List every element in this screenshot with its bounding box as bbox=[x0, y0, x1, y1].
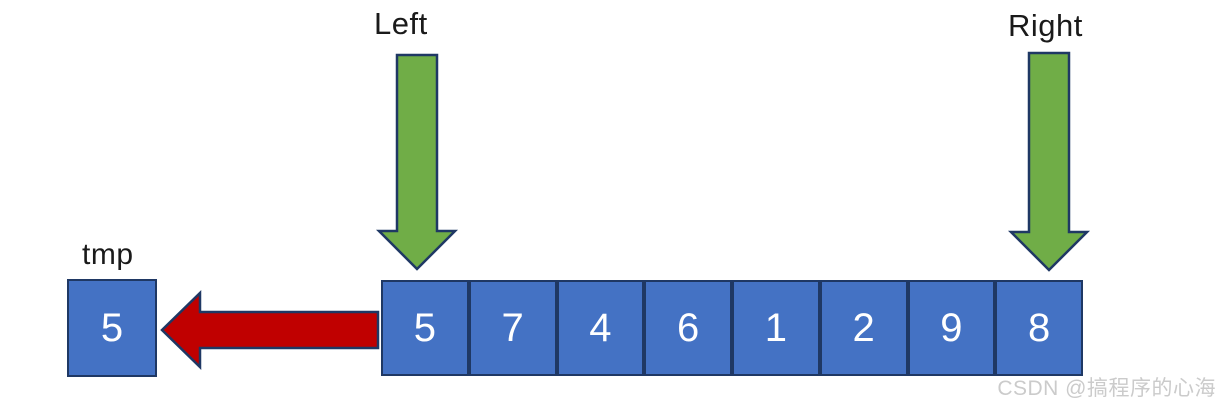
array-cell-value: 6 bbox=[677, 305, 700, 350]
array-cell-value: 1 bbox=[764, 305, 787, 350]
right-pointer-label: Right bbox=[1008, 8, 1083, 43]
array-cell: 9 bbox=[907, 280, 996, 376]
left-pointer-label: Left bbox=[374, 6, 428, 41]
array-cell-value: 4 bbox=[589, 305, 612, 350]
left-down-arrow-icon bbox=[375, 53, 459, 271]
array-cell-value: 5 bbox=[413, 305, 436, 350]
copy-to-tmp-arrow-icon bbox=[160, 290, 380, 370]
watermark: CSDN @搞程序的心海 bbox=[997, 377, 1216, 400]
tmp-label: tmp bbox=[82, 238, 134, 271]
array-cell: 8 bbox=[995, 280, 1083, 376]
array-cell: 2 bbox=[819, 280, 908, 376]
right-down-arrow-icon bbox=[1007, 51, 1091, 272]
array-cell-value: 7 bbox=[501, 305, 524, 350]
array-cell: 7 bbox=[468, 280, 557, 376]
array-cell: 6 bbox=[644, 280, 732, 376]
tmp-box-value: 5 bbox=[100, 305, 124, 350]
array-cell: 5 bbox=[381, 280, 469, 376]
array-cell: 4 bbox=[556, 280, 645, 376]
array-row: 5 7 4 6 1 2 9 8 bbox=[381, 280, 1083, 376]
tmp-box: 5 bbox=[67, 279, 157, 377]
array-cell-value: 8 bbox=[1028, 305, 1051, 350]
array-cell: 1 bbox=[732, 280, 820, 376]
array-cell-value: 2 bbox=[852, 305, 875, 350]
array-cell-value: 9 bbox=[940, 305, 963, 350]
